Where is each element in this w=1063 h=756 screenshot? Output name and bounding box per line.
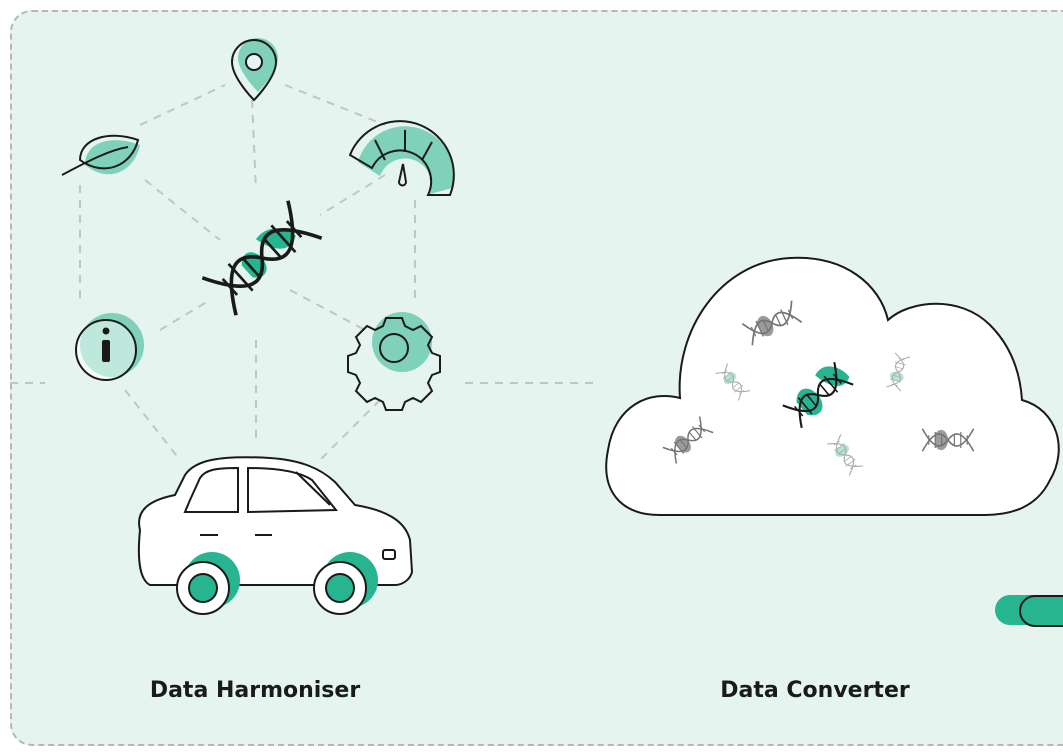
data-converter-label: Data Converter (720, 678, 910, 703)
dna-strand (826, 433, 864, 477)
car-icon (137, 456, 414, 615)
speedometer-icon (348, 120, 455, 196)
dna-strand (715, 363, 751, 401)
dna-strand (921, 427, 975, 453)
gear-icon (347, 312, 441, 411)
dna-strand (741, 299, 803, 347)
cloud-dna-strands (662, 299, 975, 477)
location-pin-icon (230, 38, 278, 102)
dna-strand (781, 361, 855, 429)
network-lines (10, 84, 595, 461)
dna-strand (662, 415, 714, 465)
info-icon (75, 313, 144, 381)
leaf-icon (61, 134, 140, 176)
data-harmoniser-label: Data Harmoniser (149, 678, 361, 703)
toggle-switch-icon (995, 595, 1063, 627)
dna-strand (885, 352, 911, 392)
dna-icon (200, 198, 324, 318)
